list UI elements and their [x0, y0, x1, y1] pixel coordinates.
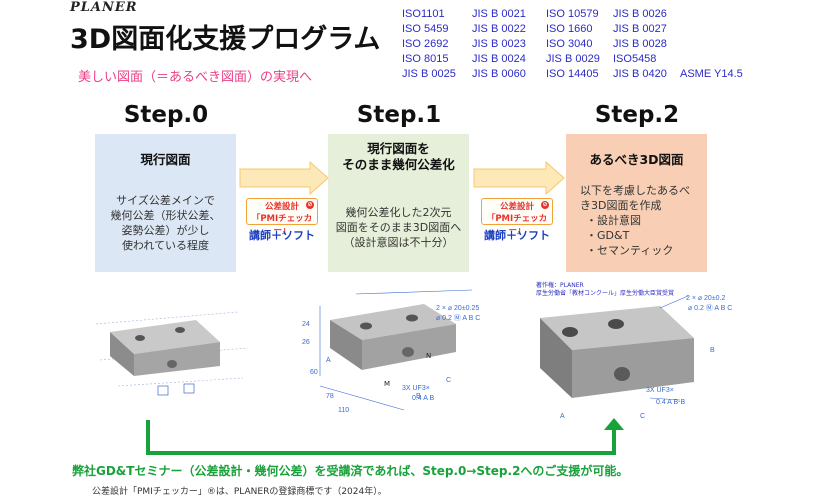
pmi-checker-logo: 公差設計 「PMIチェッカー」 ⊘	[246, 198, 318, 236]
standard-item: ISO 3040	[546, 38, 593, 50]
standard-item: ISO1101	[402, 8, 445, 20]
step-1-box: 現行図面を そのまま幾何公差化 幾何公差化した2次元 図面をそのまま3D図面へ …	[328, 134, 469, 272]
gdt-callout: 0.4 A B-B	[656, 399, 686, 406]
step-2-body-line: ・セマンティック	[586, 244, 674, 257]
pmi-checker-badge: 公差設計 「PMIチェッカー」 ⊘ 講師＋ソフト	[477, 195, 557, 245]
arrow-right-icon	[239, 160, 329, 196]
dim-label: 78	[326, 393, 334, 400]
credit-line: 著作権：PLANER	[536, 282, 584, 289]
step-2-heading: あるべき3D図面	[589, 152, 684, 167]
standard-item: JIS B 0021	[472, 8, 526, 20]
gdt-callout: 3X UF3×	[646, 387, 674, 394]
step-0-body-line: 使われている程度	[121, 239, 210, 252]
arrow-right-icon	[473, 160, 565, 196]
step-1-body-line: （設計意図は不十分）	[343, 236, 454, 249]
dim-label: 24	[302, 321, 310, 328]
standard-item: JIS B 0025	[402, 68, 456, 80]
step-1-body-line: 図面をそのまま3D図面へ	[335, 221, 462, 234]
standard-item: JIS B 0028	[613, 38, 667, 50]
step-2-body-line: ・GD&T	[586, 229, 630, 242]
step-2-body-line: 以下を考慮したあるべ	[580, 184, 690, 197]
dim-label: 26	[302, 339, 310, 346]
step-0-body-line: サイズ公差メインで	[116, 194, 215, 207]
step-2-label: Step.2	[594, 102, 680, 128]
standard-item: ISO 5459	[402, 23, 449, 35]
step-2-body-line: ・設計意図	[586, 214, 641, 227]
standard-item: ISO5458	[613, 53, 657, 65]
dim-label: 110	[338, 407, 349, 414]
step-1-label: Step.1	[356, 102, 442, 128]
badge-line-1: 公差設計	[264, 202, 299, 212]
step-1-heading: 現行図面を	[367, 141, 430, 156]
step-1-part-illustration: 24 26 60 78 110 N M A B C 2 × ⌀ 20±0.25 …	[302, 289, 480, 414]
step-2-box: あるべき3D図面 以下を考慮したあるべ き3D図面を作成 ・設計意図 ・GD&T…	[566, 134, 707, 272]
standard-item: JIS B 0420	[613, 68, 667, 80]
dim-label: 60	[310, 369, 318, 376]
standard-item: ISO 14405	[546, 68, 599, 80]
gdt-callout: 2 × ⌀ 20±0.2	[686, 295, 725, 302]
step-0-label: Step.0	[123, 102, 209, 128]
standard-item: JIS B 0027	[613, 23, 667, 35]
gdt-callout: 0.4 A B	[412, 395, 435, 402]
standard-item: JIS B 0060	[472, 68, 526, 80]
standard-item: ISO 10579	[546, 8, 599, 20]
standard-item: ISO 2692	[402, 38, 449, 50]
standard-item: JIS B 0029	[546, 53, 600, 65]
credit-line: 厚生労働省「教材コンクール」厚生労働大臣賞受賞	[536, 290, 675, 297]
gdt-callout: ⌀ 0.2 Ⓜ A B C	[688, 304, 732, 312]
badge-caption: 講師＋ソフト	[249, 229, 315, 242]
standard-item: JIS B 0022	[472, 23, 526, 35]
step-0-body-line: 幾何公差（形状公差、	[110, 209, 221, 222]
brand-logo-text: PLANER	[70, 0, 138, 15]
standard-item: JIS B 0023	[472, 38, 526, 50]
badge-line-2: 「PMIチェッカー」	[251, 214, 313, 236]
step-0-body-line: 姿勢公差）が少し	[121, 224, 210, 237]
bottom-message: 弊社GD&Tセミナー（公差設計・幾何公差）を受講済であれば、Step.0→Ste…	[72, 464, 629, 478]
datum-label: C	[640, 413, 645, 420]
datum-label: C	[446, 377, 451, 384]
datum-label: M	[384, 380, 390, 388]
standard-item: ISO 1660	[546, 23, 593, 35]
credit-text: 著作権：PLANER 厚生労働省「教材コンクール」厚生労働大臣賞受賞	[536, 282, 674, 298]
step-2-part-illustration: 2 × ⌀ 20±0.2 ⌀ 0.2 Ⓜ A B C 3X UF3× 0.4 A…	[540, 295, 732, 420]
datum-label: A	[560, 413, 565, 420]
green-path-arrow-icon	[146, 418, 624, 455]
datum-label: B	[710, 347, 715, 354]
step-0-heading: 現行図面	[140, 152, 191, 167]
step-1-body-line: 幾何公差化した2次元	[345, 206, 452, 219]
step-2-body-line: き3D図面を作成	[580, 199, 662, 212]
badge-line-1: 公差設計	[499, 202, 534, 212]
badge-line-2: 「PMIチェッカー」	[486, 214, 548, 236]
pmi-checker-logo: 公差設計 「PMIチェッカー」 ⊘	[481, 198, 553, 236]
standard-item: JIS B 0024	[472, 53, 526, 65]
page-title: 3D図面化支援プログラム	[70, 24, 381, 55]
standard-item: ISO 8015	[402, 53, 449, 65]
badge-mark-icon: ⊘	[541, 201, 549, 209]
datum-label: B	[416, 393, 421, 400]
page-subtitle: 美しい図面（＝あるべき図面）の実現へ	[78, 70, 313, 85]
datum-label: A	[326, 357, 331, 364]
gdt-callout: 2 × ⌀ 20±0.25	[436, 305, 479, 312]
badge-caption: 講師＋ソフト	[484, 229, 550, 242]
gdt-callout: 3X UF3×	[402, 385, 430, 392]
step-0-part-illustration	[95, 311, 249, 396]
gdt-callout: ⌀ 0.2 Ⓜ A B C	[436, 314, 480, 322]
badge-mark-icon: ⊘	[306, 201, 314, 209]
standard-item: ASME Y14.5	[680, 68, 743, 80]
pmi-checker-badge: 公差設計 「PMIチェッカー」 ⊘ 講師＋ソフト	[242, 195, 322, 245]
datum-label: N	[426, 352, 431, 360]
step-0-box: 現行図面 サイズ公差メインで 幾何公差（形状公差、 姿勢公差）が少し 使われてい…	[95, 134, 236, 272]
standards-list: ISO1101 JIS B 0021 ISO 10579 JIS B 0026 …	[402, 8, 802, 84]
trademark-footnote: 公差設計「PMIチェッカー」®は、PLANERの登録商標です（2024年）。	[92, 487, 387, 497]
standard-item: JIS B 0026	[613, 8, 667, 20]
step-1-heading: そのまま幾何公差化	[342, 157, 455, 172]
